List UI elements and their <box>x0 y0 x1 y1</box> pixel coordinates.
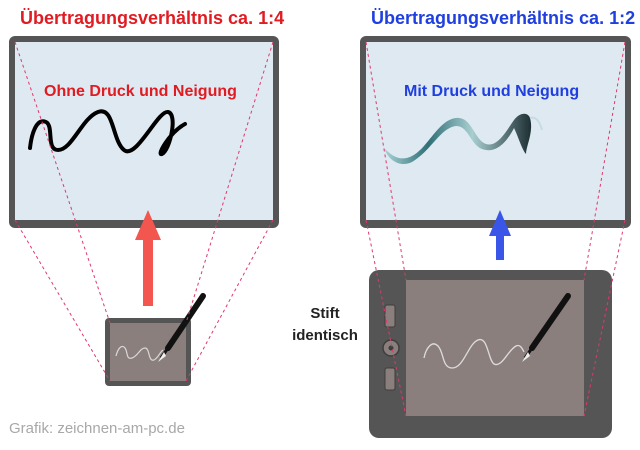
right-screen-caption: Mit Druck und Neigung <box>404 83 579 100</box>
right-title: Übertragungsverhältnis ca. 1:2 <box>371 8 635 28</box>
left-screen-stroke <box>28 109 187 156</box>
right-stroke-tail <box>529 116 543 131</box>
left-pen-icon <box>158 293 206 362</box>
left-monitor <box>9 36 279 228</box>
right-projection-lines <box>365 41 626 417</box>
right-tablet-stroke <box>423 339 525 369</box>
pen-note-line2: identisch <box>292 327 358 344</box>
left-title: Übertragungsverhältnis ca. 1:4 <box>20 8 284 28</box>
right-pen-icon <box>522 293 571 362</box>
right-up-arrow <box>489 210 511 260</box>
right-monitor <box>360 36 631 228</box>
credit-text: Grafik: zeichnen-am-pc.de <box>9 420 185 437</box>
left-tablet-stroke <box>115 345 164 361</box>
right-large-tablet <box>369 270 612 438</box>
pen-note-line1: Stift <box>310 305 339 322</box>
left-screen-caption: Ohne Druck und Neigung <box>44 83 237 100</box>
right-screen-stroke <box>384 113 532 165</box>
left-projection-lines <box>14 41 274 382</box>
tablet-express-key-top <box>384 304 396 328</box>
tablet-express-key-bottom <box>384 367 396 391</box>
left-up-arrow <box>135 210 161 306</box>
